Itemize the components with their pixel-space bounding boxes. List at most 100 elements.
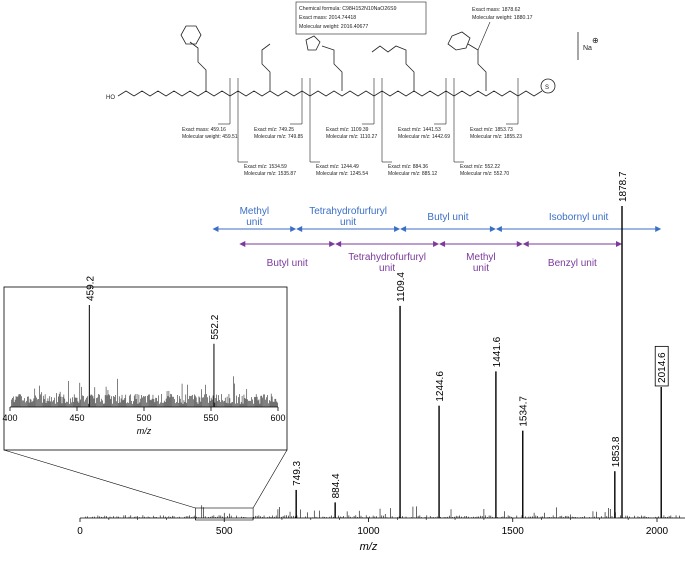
unit-label: Butyl unit <box>427 212 468 223</box>
unit-arrowhead-left <box>439 241 446 247</box>
side-chain-butyl <box>371 45 415 91</box>
peak-label-box <box>654 345 669 387</box>
peak-label-1853.8: 1853.8 <box>611 436 622 467</box>
inset-peak-label-552.2: 552.2 <box>210 314 221 339</box>
cleavage-lines <box>218 78 519 163</box>
peak-label-1109.4: 1109.4 <box>396 272 407 302</box>
unit-label: Butyl unit <box>267 258 308 269</box>
x-tick-label: 1500 <box>502 526 525 537</box>
inset-x-tick-label: 600 <box>270 413 285 423</box>
inset-peaks <box>88 305 215 407</box>
unit-label: Isobornyl unit <box>549 212 609 223</box>
inset-x-tick-label: 550 <box>203 413 218 423</box>
top-right-mass-1: Exact mass: 1878.62 <box>472 7 521 13</box>
top-right-pointer <box>477 21 491 51</box>
unit-arrowhead-left <box>335 241 342 247</box>
frag-bot-2b: Molecular m/z: 1245.54 <box>316 171 368 177</box>
frag-top-1b: Molecular weight: 459.51 <box>182 134 238 140</box>
frag-bot-4b: Molecular m/z: 552.70 <box>460 171 509 177</box>
frag-bot-4a: Exact m/z: 552.22 <box>460 164 500 170</box>
unit-arrowhead-right <box>616 241 623 247</box>
inset-x-tick-label: 450 <box>69 413 84 423</box>
end-acid-chain <box>117 90 135 97</box>
unit-label: Tetrahydrofurfuryl <box>348 252 426 263</box>
polymer-backbone <box>133 90 543 97</box>
isobornyl-ring <box>447 31 471 51</box>
unit-label: Methyl <box>240 206 269 217</box>
peak-label-2014.6: 2014.6 <box>657 352 668 383</box>
top-right-mass-2: Molecular weight: 1880.17 <box>472 15 533 21</box>
inset-noise <box>11 376 278 407</box>
frag-top-2a: Exact m/z: 749.25 <box>254 127 294 133</box>
side-chain-methyl <box>261 43 271 91</box>
inset-x-axis-ticks: 400 450 500 550 600 <box>2 407 286 423</box>
inset-x-tick-label: 500 <box>136 413 151 423</box>
unit-arrowhead-right <box>655 226 662 232</box>
unit-arrowhead-left <box>495 226 502 232</box>
frag-top-2b: Molecular m/z: 749.85 <box>254 134 303 140</box>
formula-line-1: Chemical formula: C98H152N10NaO26S9 <box>299 6 397 12</box>
frag-top-5b: Molecular m/z: 1855.23 <box>470 134 522 140</box>
inset-connector-left <box>3 449 196 509</box>
inset-source-region <box>195 507 254 521</box>
x-tick-label: 500 <box>216 526 233 537</box>
benzene-ring <box>180 25 202 45</box>
unit-label: Benzyl unit <box>548 258 597 269</box>
peak-label-1244.6: 1244.6 <box>435 371 446 402</box>
end-group-right-label: S <box>545 85 549 91</box>
inset-peak-labels: 459.2 552.2 <box>85 276 221 340</box>
unit-arrowhead-right <box>433 241 440 247</box>
unit-arrowhead-right <box>290 226 297 232</box>
frag-top-1a: Exact mass: 459.16 <box>182 127 226 133</box>
spectrum-peaks <box>295 206 662 518</box>
frag-bot-1b: Molecular m/z: 1535.87 <box>244 171 296 177</box>
charge-symbol: ⊕ <box>592 36 599 45</box>
inset-frame <box>3 286 288 451</box>
peak-label-884.4: 884.4 <box>331 473 342 498</box>
formula-line-2: Exact mass: 2014.74418 <box>299 15 356 21</box>
unit-arrowhead-right <box>516 241 523 247</box>
chemical-structure <box>117 25 579 97</box>
end-group-left-label: HO <box>106 95 115 101</box>
formula-line-3: Molecular weight: 2016.40677 <box>299 24 368 30</box>
frag-top-4a: Exact m/z: 1441.53 <box>398 127 441 133</box>
frag-bot-2a: Exact m/z: 1244.49 <box>316 164 359 170</box>
peak-label-1534.7: 1534.7 <box>519 396 530 427</box>
formula-box <box>295 1 427 35</box>
x-tick-label: 0 <box>77 526 83 537</box>
counterion-label: Na <box>583 45 592 52</box>
inset-connector-right <box>252 449 288 509</box>
unit-arrowhead-right <box>394 226 401 232</box>
unit-label: Tetrahydrofurfuryl <box>309 206 387 217</box>
frag-top-3a: Exact m/z: 1109.39 <box>326 127 369 133</box>
inset-x-tick-label: 400 <box>2 413 17 423</box>
unit-arrowhead-left <box>212 226 219 232</box>
side-chain-isobornyl <box>467 43 487 91</box>
inset-peak-label-459.2: 459.2 <box>85 276 96 301</box>
side-chain-benzyl <box>189 41 207 91</box>
unit-label: unit <box>473 263 489 274</box>
frag-bot-1a: Exact m/z: 1534.59 <box>244 164 287 170</box>
thiolactone-ring <box>540 78 556 94</box>
unit-arrowhead-right <box>489 226 496 232</box>
unit-arrowhead-left <box>239 241 246 247</box>
frag-top-3b: Molecular m/z: 1110.27 <box>326 134 377 140</box>
inset-x-axis-label: m/z <box>137 426 152 436</box>
x-tick-label: 1000 <box>357 526 380 537</box>
thf-ring <box>305 35 321 51</box>
x-axis-label: m/z <box>360 541 378 553</box>
baseline-noise <box>85 505 682 518</box>
unit-label: unit <box>379 263 395 274</box>
frag-bot-3b: Molecular m/z: 885.12 <box>388 171 437 177</box>
unit-arrowhead-right <box>329 241 336 247</box>
unit-arrowhead-left <box>522 241 529 247</box>
peak-label-1878.7: 1878.7 <box>618 171 629 202</box>
unit-label: unit <box>246 217 262 228</box>
unit-arrowhead-left <box>400 226 407 232</box>
side-chain-thf <box>321 45 343 91</box>
